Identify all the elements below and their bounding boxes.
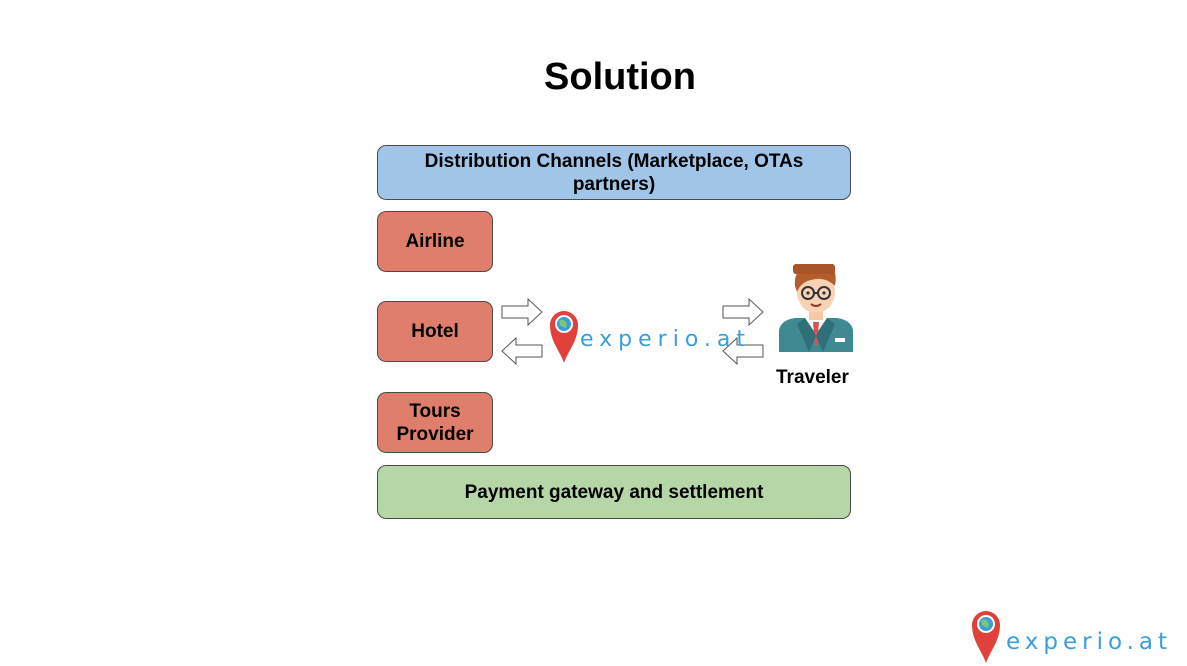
map-pin-globe-icon <box>972 611 1000 663</box>
distribution-channels-box: Distribution Channels (Marketplace, OTAs… <box>377 145 851 200</box>
page-title: Solution <box>544 56 696 98</box>
airline-box: Airline <box>377 211 493 272</box>
hotel-box: Hotel <box>377 301 493 362</box>
map-pin-globe-icon <box>550 311 578 363</box>
arrow-left-icon <box>501 337 543 365</box>
traveler-label: Traveler <box>776 367 849 388</box>
traveler-person-icon <box>779 264 853 352</box>
arrow-right-icon <box>722 298 764 326</box>
tours-provider-box: Tours Provider <box>377 392 493 453</box>
logo-text: experio.at <box>580 327 751 352</box>
arrow-left-icon <box>722 337 764 365</box>
logo-text-corner: experio.at <box>1006 629 1173 655</box>
payment-gateway-box: Payment gateway and settlement <box>377 465 851 519</box>
arrow-right-icon <box>501 298 543 326</box>
